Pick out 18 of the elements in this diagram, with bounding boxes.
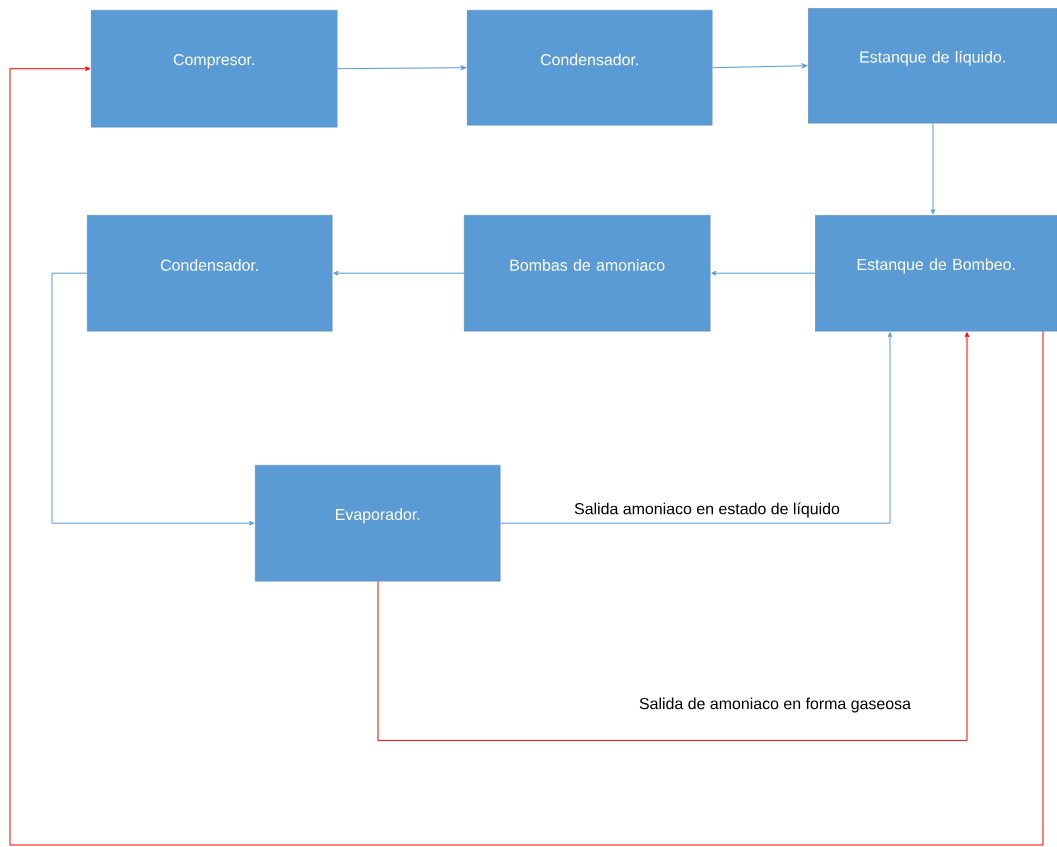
process-box: Condensador. (87, 215, 333, 332)
process-box: Compresor. (91, 10, 338, 128)
arrow (333, 270, 465, 276)
arrow (499, 332, 893, 524)
arrow (711, 270, 816, 276)
process-box: Estanque de Bombeo. (815, 215, 1057, 332)
arrow (9, 66, 1044, 846)
arrow (711, 63, 808, 69)
process-box: Evaporador. (255, 465, 501, 582)
process-box: Estanque de líquido. (808, 8, 1057, 124)
arrow (336, 65, 467, 71)
arrow (377, 332, 970, 741)
process-box: Condensador. (467, 10, 713, 126)
edge-label: Salida amoniaco en estado de líquido (573, 501, 841, 519)
arrow (51, 272, 255, 526)
edge-label: Salida de amoniaco en forma gaseosa (638, 696, 913, 714)
process-box: Bombas de amoniaco (464, 215, 711, 332)
arrow (930, 122, 936, 215)
